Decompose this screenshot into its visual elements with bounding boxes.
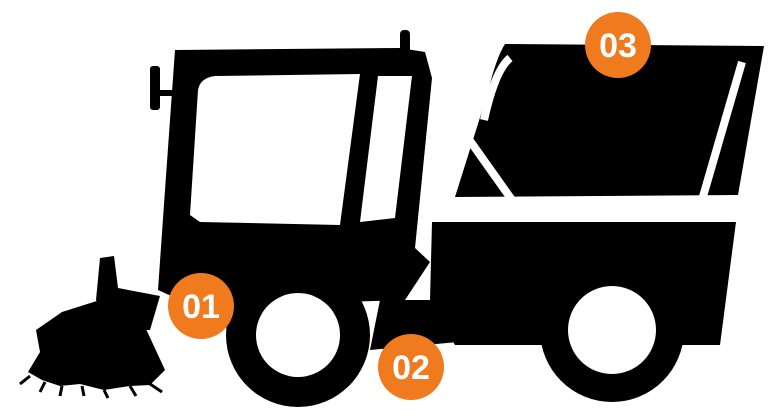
front-wheel [226, 263, 370, 407]
rear-wheel [540, 258, 684, 402]
marker-01: 01 [168, 273, 234, 339]
hopper-body [455, 44, 764, 197]
brush-tips [19, 374, 163, 399]
cab-window-rear [360, 76, 412, 222]
brush-bristles [28, 300, 165, 390]
cab-window-front [190, 74, 360, 225]
marker-03-label: 03 [599, 27, 637, 65]
marker-01-label: 01 [182, 288, 220, 326]
marker-02-label: 02 [392, 349, 430, 387]
exhaust-pipe [400, 30, 410, 55]
hopper-highlight [464, 54, 746, 203]
mirror-arm [155, 90, 179, 96]
mirror [150, 66, 160, 110]
marker-03: 03 [585, 12, 651, 78]
marker-02: 02 [378, 334, 444, 400]
